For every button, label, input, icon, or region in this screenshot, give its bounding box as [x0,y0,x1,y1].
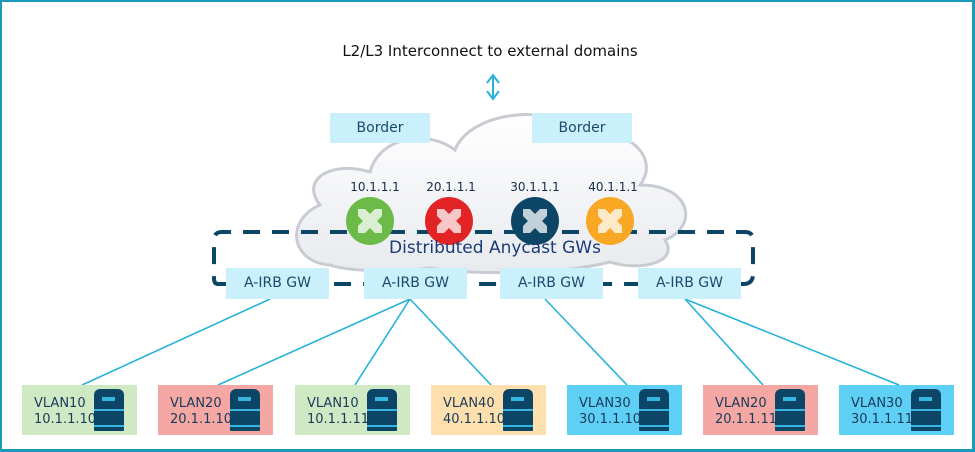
gateway-ip-2: 20.1.1.1 [426,180,476,194]
leaf-gw-4[interactable]: A-IRB GW [638,268,741,299]
server-icon [367,389,397,431]
server-icon [503,389,533,431]
server-icon [639,389,669,431]
host-ip: 10.1.1.10 [34,412,97,427]
host-link [684,298,764,386]
anycast-fabric-ring [212,230,755,286]
interconnect-title: L2/L3 Interconnect to external domains [342,42,638,60]
host-ip: 20.1.1.10 [170,412,233,427]
host-link [684,298,900,386]
host-vlan: VLAN40 [443,396,495,411]
host-link [217,298,411,386]
host-vlan: VLAN20 [170,396,222,411]
host-vlan: VLAN30 [851,396,903,411]
leaf-gw-2[interactable]: A-IRB GW [364,268,467,299]
router-icon[interactable] [425,197,473,245]
host-ip: 30.1.1.10 [579,412,642,427]
router-icon[interactable] [586,197,634,245]
server-icon [230,389,260,431]
host-link [81,298,271,386]
host-ip: 10.1.1.11 [307,412,370,427]
host-links [81,298,900,386]
host-ip: 40.1.1.10 [443,412,506,427]
gateway-ip-3: 30.1.1.1 [510,180,560,194]
leaf-gw-3[interactable]: A-IRB GW [500,268,603,299]
gateway-ip-4: 40.1.1.1 [588,180,638,194]
host-vlan: VLAN30 [579,396,631,411]
leaf-gw-1[interactable]: A-IRB GW [226,268,329,299]
border-node-2[interactable]: Border [532,113,632,143]
host-link [409,298,492,386]
host-vlan: VLAN20 [715,396,767,411]
host-link [354,298,411,386]
host-vlan: VLAN10 [34,396,86,411]
server-icon [775,389,805,431]
router-icon[interactable] [346,197,394,245]
anycast-label: Distributed Anycast GWs [389,238,601,258]
server-icon [94,389,124,431]
border-node-1[interactable]: Border [330,113,430,143]
router-icon[interactable] [511,197,559,245]
server-icon [911,389,941,431]
host-link [544,298,628,386]
interconnect-arrow-icon [486,73,500,101]
gateway-ip-1: 10.1.1.1 [350,180,400,194]
host-vlan: VLAN10 [307,396,359,411]
host-ip: 30.1.1.11 [851,412,914,427]
host-ip: 20.1.1.11 [715,412,778,427]
